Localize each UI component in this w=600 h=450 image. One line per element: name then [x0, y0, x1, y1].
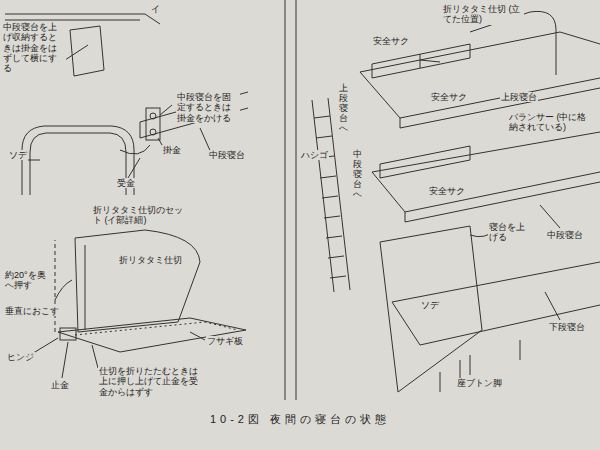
part-label: バランサー (中に格納されている) — [508, 112, 590, 133]
rotation-arrow — [55, 280, 72, 300]
part-label: 止金 — [50, 380, 70, 390]
partition-edge — [85, 245, 86, 330]
sode-panel — [380, 226, 482, 392]
part-label: 垂直におこす — [4, 306, 60, 316]
part-label: 受金 — [116, 178, 136, 188]
cover-plate-holes — [75, 322, 238, 335]
latch — [146, 108, 160, 140]
part-label: 約20°を奥へ押す — [4, 270, 54, 291]
part-label: 寝台を上げる — [488, 222, 530, 243]
part-label: 安全サク — [430, 92, 468, 102]
part-label: 中段寝台 — [208, 150, 246, 160]
ladder-rung — [314, 116, 346, 278]
part-label: イ — [150, 4, 161, 14]
safety-rail — [380, 146, 470, 178]
safety-rail — [372, 44, 470, 78]
part-label: 折リタタミ仕切のセット (イ部詳細) — [92, 205, 186, 226]
latch-pin — [150, 129, 156, 135]
vertical-guide — [55, 240, 56, 332]
hinge — [60, 328, 76, 340]
part-label: 仕切を折りたたむときは上に押し上げて止金を受金からはずす — [98, 366, 200, 397]
cushion-leg — [440, 340, 520, 392]
sode-panel — [30, 133, 126, 195]
figure-caption: 10-2図 夜間の寝台の状態 — [210, 412, 390, 427]
receiver — [120, 145, 150, 154]
part-label: 中段寝台を上げ収納するときは掛金をはずして横にする — [2, 22, 66, 74]
cover-plate — [58, 318, 246, 352]
part-label: 安全サク — [428, 186, 466, 196]
part-label: 上段寝台へ — [338, 84, 349, 133]
lower-berth — [392, 262, 600, 345]
part-label: 折リタタミ仕切 — [118, 255, 183, 265]
part-label: 上段寝台 — [500, 92, 538, 102]
part-label: ソデ — [8, 150, 28, 160]
part-label: 折リタタミ仕切 (立てた位置) — [442, 4, 524, 25]
part-label: ソデ — [420, 300, 440, 310]
folding-partition — [75, 230, 200, 332]
part-label: 中段寝台 — [546, 230, 584, 240]
part-label: 下段寝台 — [548, 322, 586, 332]
part-label: 中段寝台を固定するときは掛金をかける — [176, 92, 240, 123]
car-wall — [285, 0, 296, 400]
part-label: ヒンジ — [6, 352, 35, 362]
part-label: 掛金 — [162, 145, 182, 155]
hinge-bracket — [70, 26, 104, 76]
part-label: フサギ板 — [206, 336, 244, 346]
part-label: ハシゴ — [300, 150, 329, 160]
middle-berth — [140, 92, 248, 138]
leader-line — [30, 262, 205, 378]
part-label: 中段寝台へ — [352, 150, 363, 199]
latch-pin — [150, 113, 156, 119]
part-label: 安全サク — [372, 36, 410, 46]
ceiling-rail — [5, 20, 140, 21]
leader-line — [420, 60, 560, 375]
middle-berth — [372, 132, 600, 222]
part-label: 座ブトン脚 — [456, 378, 503, 388]
